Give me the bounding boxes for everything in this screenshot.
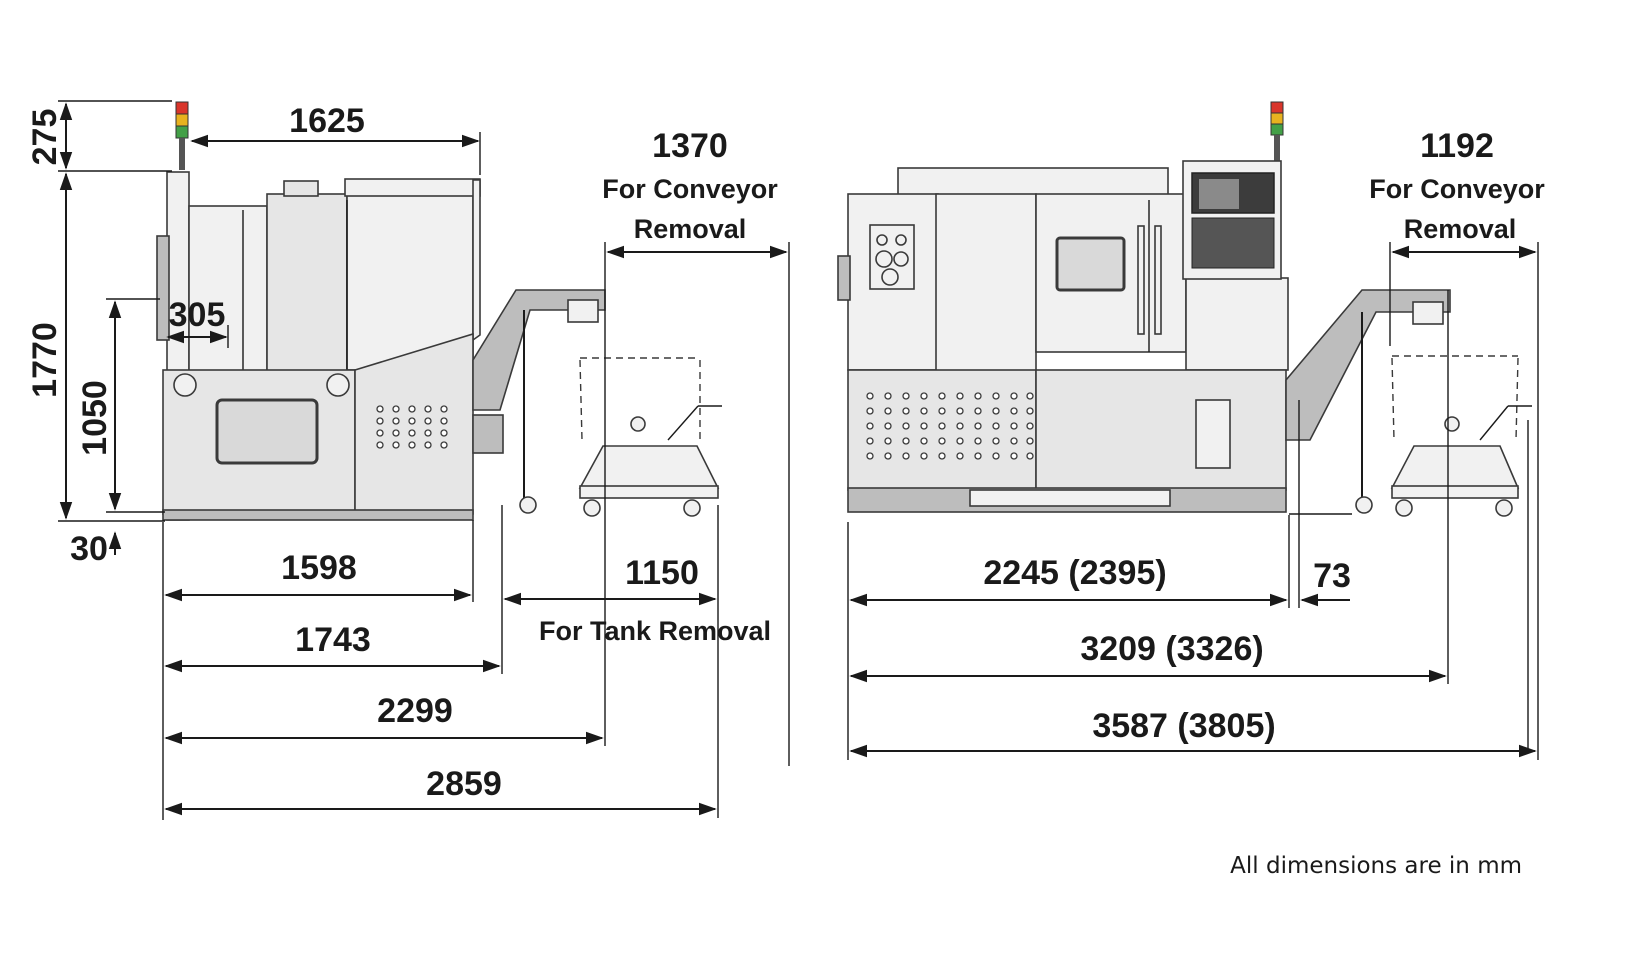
- dim-1598: 1598: [281, 549, 357, 587]
- dim-1625: 1625: [289, 102, 365, 140]
- dim-275: 275: [26, 109, 64, 166]
- left-view-machine: [156, 101, 722, 521]
- dim-1192: 1192: [1420, 127, 1494, 165]
- label-conveyor-removal-line1: For Conveyor: [602, 174, 778, 204]
- label-conveyor-removal-line2: Removal: [1404, 214, 1517, 244]
- dim-3209: 3209 (3326): [1080, 630, 1263, 668]
- right-view-dimensions: 2245 (2395) 73 3209 (3326) 3587 (3805) 1…: [847, 127, 1545, 760]
- dim-30: 30: [70, 530, 108, 568]
- signal-tower-icon: [175, 101, 189, 170]
- dim-1050: 1050: [76, 380, 114, 456]
- dim-305: 305: [169, 296, 226, 334]
- control-panel: [1182, 160, 1282, 280]
- dim-1743: 1743: [295, 621, 371, 659]
- left-view-dimensions: 275 1770 1050 1625 305 30 1598 1743 2299…: [26, 100, 790, 820]
- right-view-machine: [837, 101, 1532, 517]
- dim-2299: 2299: [377, 692, 453, 730]
- dim-1150: 1150: [625, 554, 699, 592]
- label-conveyor-removal-line1: For Conveyor: [1369, 174, 1545, 204]
- dim-3587: 3587 (3805): [1092, 707, 1275, 745]
- dim-1770: 1770: [26, 322, 64, 398]
- gauge-panel: [869, 224, 915, 290]
- vent-holes: [866, 392, 1034, 460]
- dim-1370: 1370: [652, 127, 728, 165]
- dim-2245: 2245 (2395): [983, 554, 1166, 592]
- dim-73: 73: [1313, 557, 1351, 595]
- label-tank-removal: For Tank Removal: [539, 616, 771, 646]
- units-note: All dimensions are in mm: [1230, 853, 1522, 879]
- label-conveyor-removal-line2: Removal: [634, 214, 747, 244]
- signal-tower-icon: [1270, 101, 1284, 161]
- vent-holes: [376, 405, 448, 449]
- dim-2859: 2859: [426, 765, 502, 803]
